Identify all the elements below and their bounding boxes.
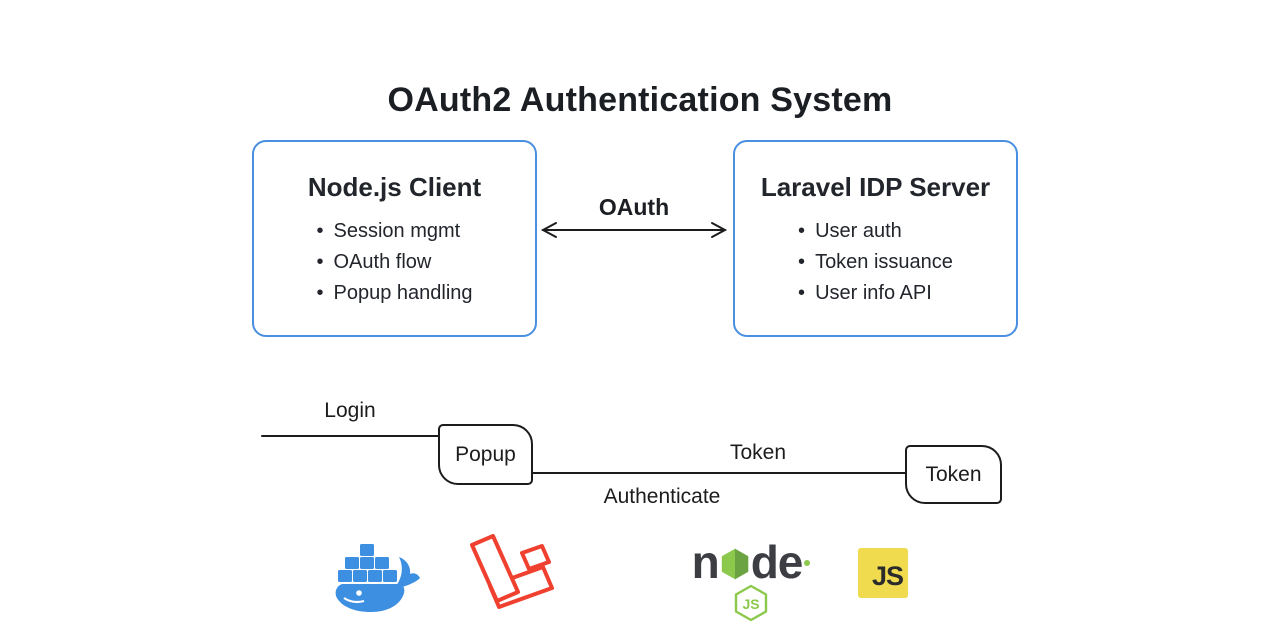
client-box-title: Node.js Client [307,172,482,202]
popup-node: Popup [438,424,533,485]
docker-logo-icon [335,544,420,612]
javascript-logo-icon: JS [858,548,908,598]
server-feature-list: User auth Token issuance User info API [798,216,953,309]
list-item: Session mgmt [316,216,472,247]
node-badge-text: JS [742,596,759,612]
list-item: User auth [798,216,953,247]
arrowhead-right-icon [711,222,728,238]
node-wordmark-letters: de [750,536,804,588]
server-box: Laravel IDP Server User auth Token issua… [733,140,1018,337]
node-wordmark-letters: n [691,536,720,588]
list-item: Token issuance [798,247,953,278]
client-feature-list: Session mgmt OAuth flow Popup handling [316,216,473,309]
server-box-title: Laravel IDP Server [760,172,991,202]
list-item: User info API [798,278,953,309]
node-js-badge-icon: JS [734,584,768,622]
laravel-logo-icon [470,534,554,609]
token-edge-label: Token [729,441,787,464]
node-wordmark: n de [676,536,826,588]
nodejs-logo-icon: n de JS [676,536,826,623]
list-item: OAuth flow [316,247,472,278]
client-box: Node.js Client Session mgmt OAuth flow P… [252,140,537,337]
login-edge-label: Login [324,399,376,422]
arrowhead-left-icon [540,222,557,238]
list-item: Popup handling [316,278,473,309]
node-trademark-dot [804,560,811,566]
token-node: Token [905,445,1002,504]
page-title: OAuth2 Authentication System [387,80,893,119]
js-logo-text: JS [871,560,904,591]
whale-eye [356,590,362,596]
oauth-connection-label: OAuth [598,194,670,220]
authenticate-edge-label: Authenticate [603,485,721,508]
node-hexagon-icon [721,548,748,580]
